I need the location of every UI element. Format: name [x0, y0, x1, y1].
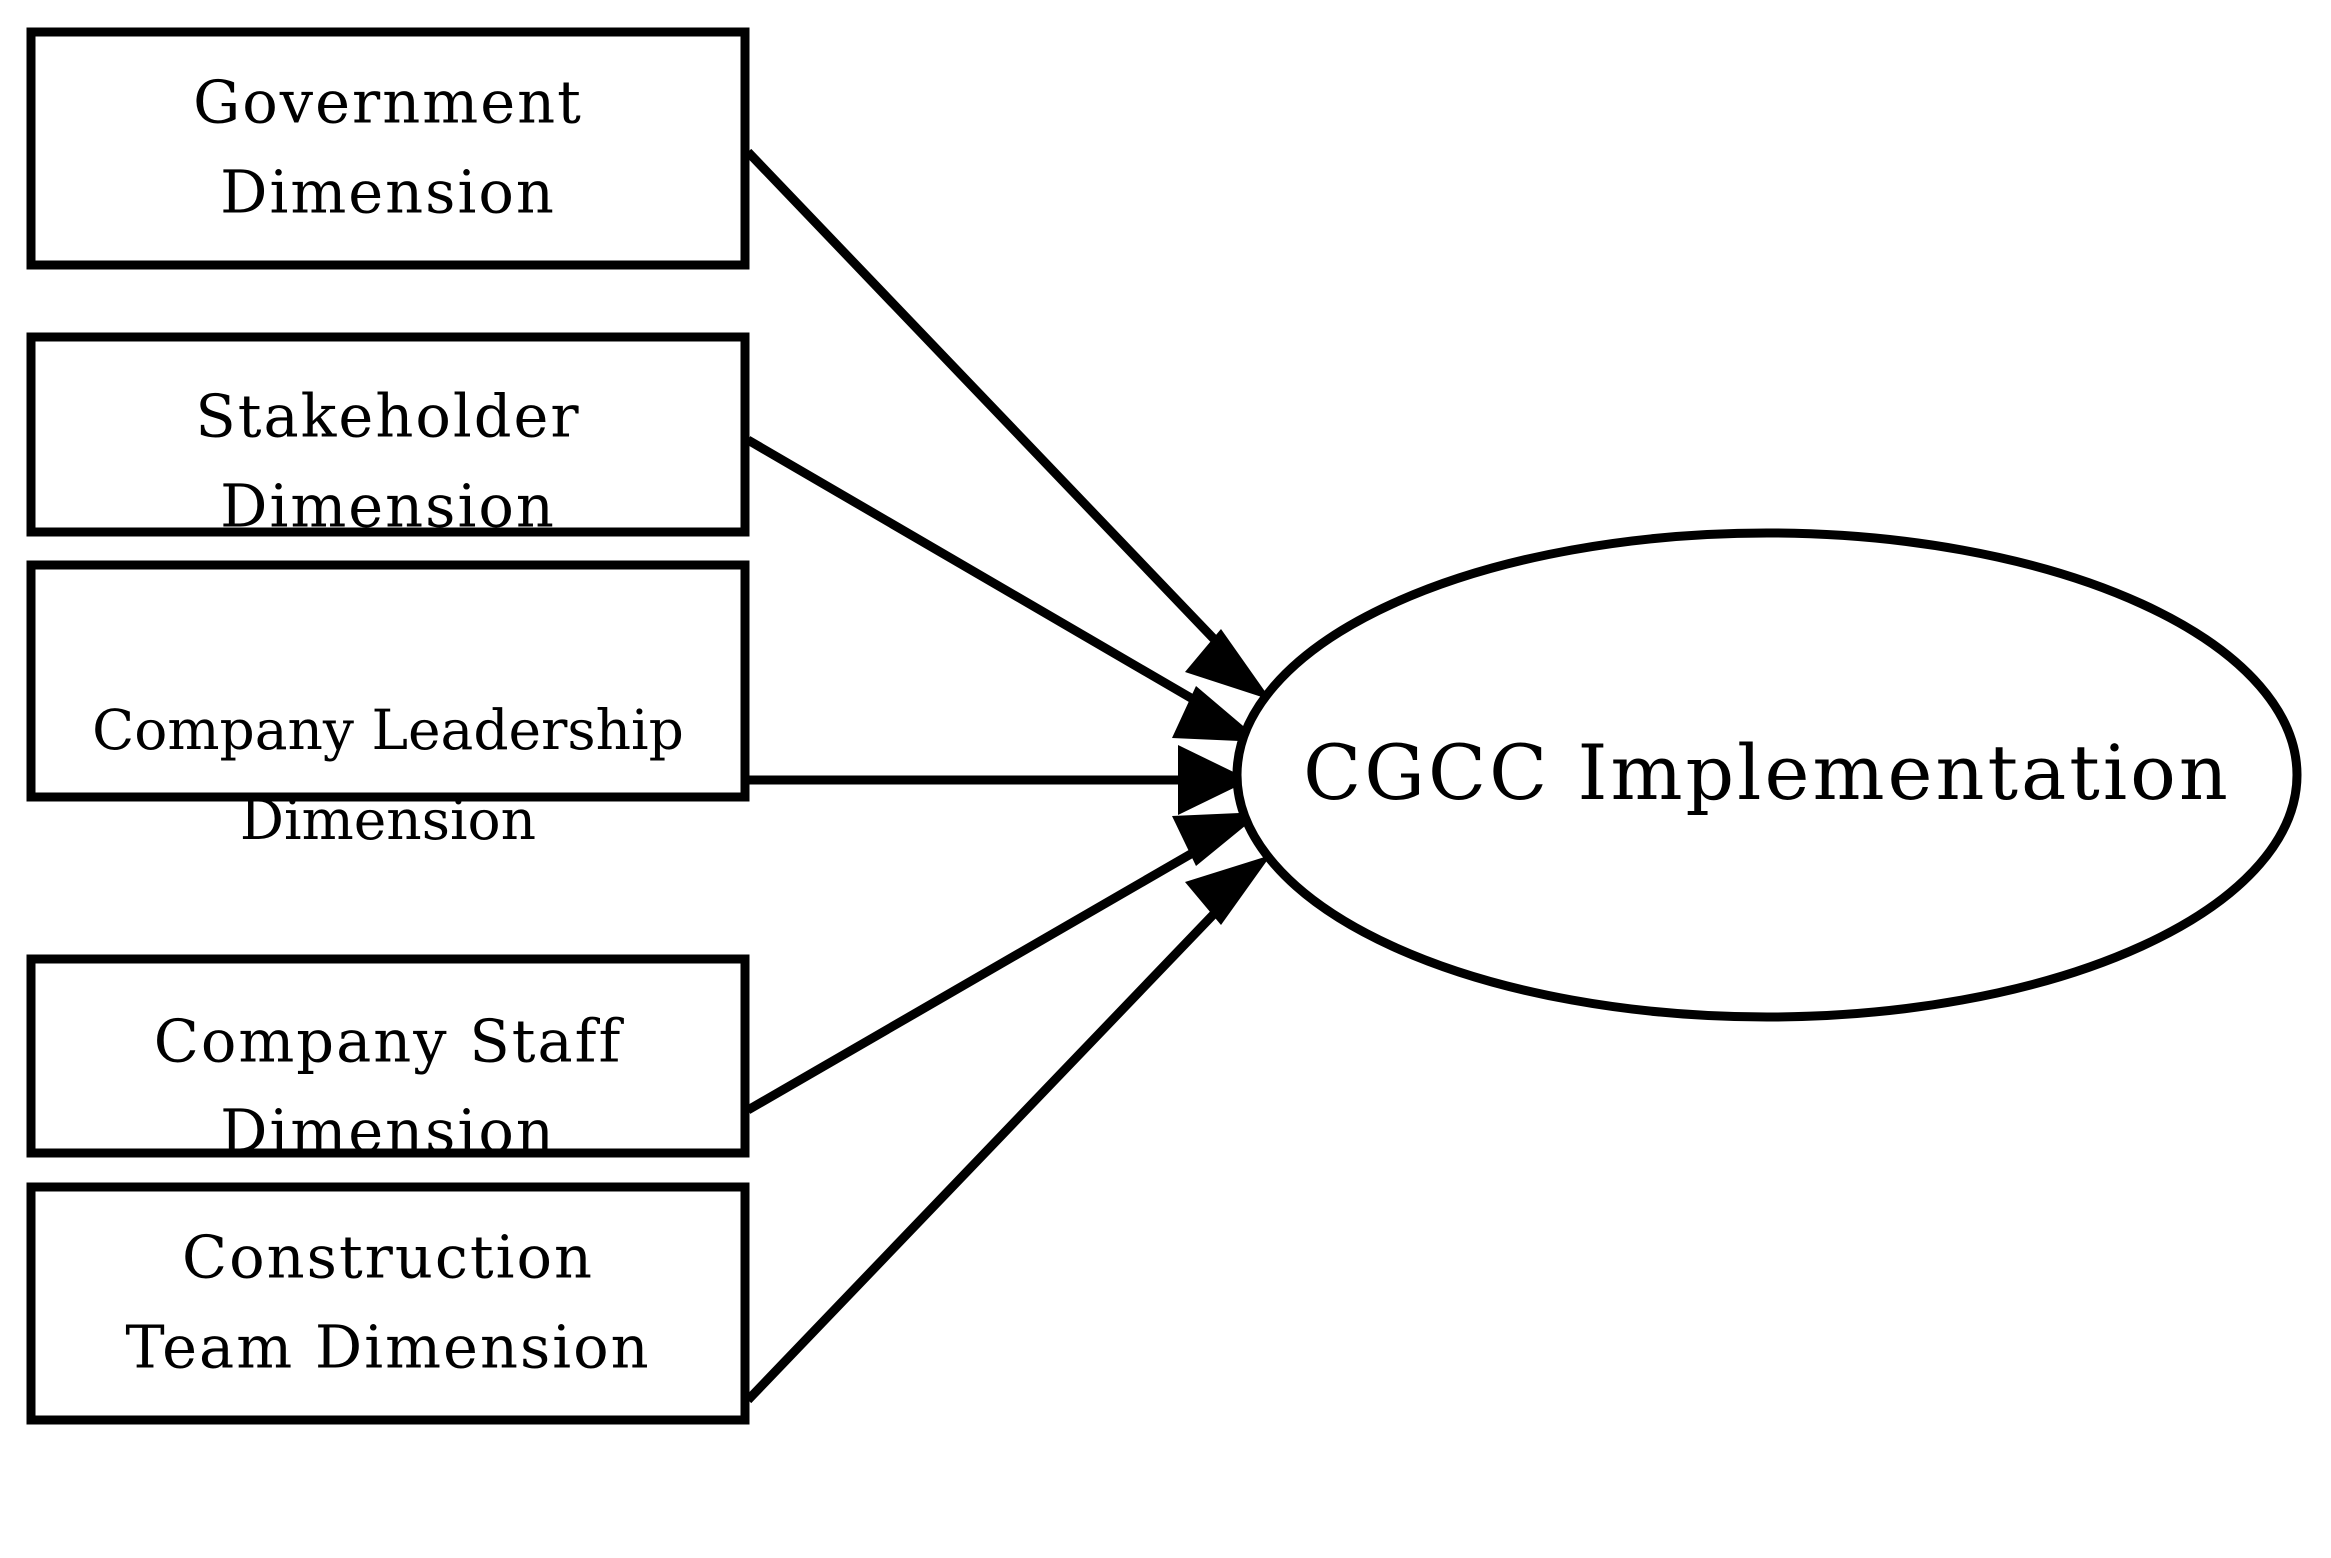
edge-line-company-staff: [745, 836, 1218, 1114]
government-label-line2: Dimension: [220, 158, 556, 227]
edge-line-construction-team: [744, 889, 1238, 1404]
edge-government-to-cgcc: [744, 148, 1271, 700]
company-staff-box-shape: [26, 954, 750, 1158]
node-stakeholder-dimension[interactable]: Stakeholder Dimension: [26, 332, 750, 541]
node-construction-team-dimension[interactable]: Construction Team Dimension: [26, 1182, 750, 1425]
edge-company-staff-to-cgcc: [745, 812, 1262, 1114]
edge-stakeholder-to-cgcc: [745, 436, 1262, 742]
company-leadership-box-shape: [26, 560, 750, 802]
construction-team-box-shape: [26, 1182, 750, 1425]
stakeholder-label-line1: Stakeholder: [195, 382, 580, 451]
arrowhead-stakeholder: [1172, 686, 1262, 742]
construction-team-label-line2: Team Dimension: [125, 1313, 650, 1382]
node-company-leadership-dimension[interactable]: Company Leadership Dimension: [26, 560, 750, 852]
node-company-staff-dimension[interactable]: Company Staff Dimension: [26, 954, 750, 1166]
cgcc-implementation-label: CGCC Implementation: [1303, 728, 2231, 817]
company-leadership-label-line1: Company Leadership: [92, 698, 684, 762]
cgcc-ellipse-shape: [1232, 528, 2302, 1022]
edge-construction-team-to-cgcc: [744, 855, 1271, 1404]
stakeholder-box-shape: [26, 332, 750, 537]
stakeholder-label-line2: Dimension: [220, 472, 556, 541]
edge-line-stakeholder: [745, 436, 1218, 716]
node-government-dimension[interactable]: Government Dimension: [26, 27, 750, 270]
company-staff-label-line2: Dimension: [220, 1097, 556, 1166]
government-box-shape: [26, 27, 750, 270]
government-label-line1: Government: [193, 68, 583, 137]
arrowhead-construction-team: [1185, 855, 1271, 925]
arrowhead-government: [1185, 629, 1271, 700]
edge-company-leadership-to-cgcc: [748, 745, 1250, 815]
arrowhead-company-leadership: [1178, 745, 1250, 815]
edge-line-government: [744, 148, 1238, 664]
node-cgcc-implementation[interactable]: CGCC Implementation: [1232, 528, 2302, 1022]
company-staff-label-line1: Company Staff: [154, 1007, 625, 1076]
company-leadership-label-line2: Dimension: [240, 788, 536, 852]
construction-team-label-line1: Construction: [182, 1223, 594, 1292]
arrowhead-company-staff: [1172, 812, 1262, 866]
